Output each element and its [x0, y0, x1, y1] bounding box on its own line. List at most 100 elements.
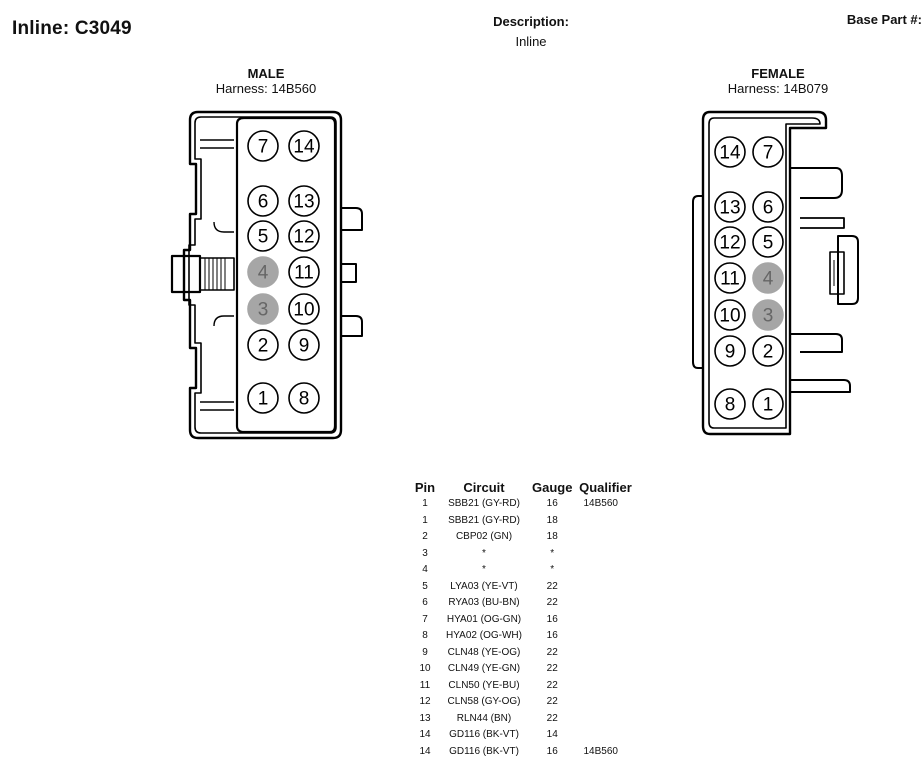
pin-cell: 6	[422, 597, 428, 608]
male-pin-number: 6	[258, 192, 269, 213]
male-pin: 3	[247, 293, 279, 325]
pin-cell: 14	[419, 729, 431, 740]
pin-cell: 1	[422, 498, 428, 509]
female-gender-label: FEMALE	[751, 66, 805, 81]
male-pin-number: 11	[294, 263, 314, 284]
male-pin: 2	[247, 329, 279, 361]
pin-cell: 3	[422, 547, 428, 559]
female-pin-number: 9	[725, 342, 736, 363]
female-pin-number: 3	[763, 306, 774, 327]
female-harness-label: Harness: 14B079	[727, 81, 829, 96]
male-pin: 4	[247, 256, 279, 288]
female-pin-number: 13	[719, 198, 740, 219]
female-pin: 7	[752, 136, 784, 168]
female-pin-circle	[714, 262, 746, 294]
pin-cell: 1	[422, 514, 428, 526]
female-pin-circle	[714, 136, 746, 168]
female-pin-number: 10	[719, 306, 740, 327]
male-harness-label: Harness: 14B560	[215, 81, 317, 96]
base-part-label: Base Part #:	[846, 12, 922, 27]
male-pin-number: 4	[258, 263, 269, 284]
male-pin: 6	[247, 185, 279, 217]
male-pin-number: 2	[258, 336, 269, 357]
gauge-cell: 22	[546, 663, 558, 674]
gauge-cell: 22	[546, 580, 558, 592]
male-pin-number: 3	[258, 300, 269, 321]
male-pin: 9	[288, 329, 320, 361]
qualifier-cell	[575, 612, 635, 629]
circuit-cell: GD116 (BK-VT)	[449, 745, 519, 757]
male-pin: 5	[247, 220, 279, 252]
female-pin-number: 12	[719, 233, 740, 254]
female-pin-circle	[714, 335, 746, 367]
male-pin-circle	[288, 382, 320, 414]
male-pin-number: 1	[258, 389, 269, 410]
female-pin-number: 2	[763, 342, 774, 363]
pin-cell: 14	[419, 745, 431, 757]
male-pin-circle	[247, 256, 279, 288]
female-pin: 8	[714, 388, 746, 420]
gauge-cell: *	[550, 547, 555, 559]
qualifier-cell	[575, 628, 635, 645]
gauge-cell: 22	[546, 646, 558, 658]
female-pin: 12	[714, 226, 746, 258]
circuit-cell: GD116 (BK-VT)	[449, 729, 519, 740]
female-pin: 4	[752, 262, 784, 294]
gauge-cell: 14	[546, 729, 558, 740]
male-pin: 14	[288, 130, 320, 162]
male-pin-circle	[247, 185, 279, 217]
female-pin-circle	[752, 299, 784, 331]
female-pin-circle	[752, 262, 784, 294]
female-pin-circle	[752, 226, 784, 258]
male-pin-number: 9	[299, 336, 310, 357]
header-pin: Pin	[414, 480, 436, 495]
circuit-cell: *	[482, 564, 486, 575]
qualifier-cell	[575, 579, 635, 596]
circuit-cell: *	[482, 547, 486, 559]
male-pin: 11	[288, 256, 320, 288]
male-pin-circle	[247, 382, 279, 414]
gauge-cell: 22	[546, 696, 558, 707]
circuit-cell: SBB21 (GY-RD)	[448, 498, 520, 509]
female-pin-circle	[714, 299, 746, 331]
pin-cell: 8	[422, 630, 428, 641]
qualifier-cell	[575, 711, 635, 728]
female-pin-circle	[714, 226, 746, 258]
female-pin: 3	[752, 299, 784, 331]
female-pin: 9	[714, 335, 746, 367]
female-pin: 2	[752, 335, 784, 367]
qualifier-cell: 14B560	[583, 745, 618, 757]
male-pin-number: 14	[293, 137, 315, 158]
description-block: Description: Inline	[470, 12, 592, 52]
male-pin-circle	[288, 293, 320, 325]
pin-table-header-row: Pin Circuit Gauge Qualifier	[411, 479, 635, 496]
male-pin-number: 10	[293, 300, 314, 321]
male-pin-circle	[247, 220, 279, 252]
female-pin-circle	[714, 191, 746, 223]
gauge-cell: 16	[546, 498, 558, 509]
male-gender-label: MALE	[247, 66, 285, 81]
female-pin-number: 1	[763, 395, 774, 416]
female-pin-number: 11	[720, 269, 740, 290]
pin-cell: 12	[419, 696, 431, 707]
female-pin: 6	[752, 191, 784, 223]
qualifier-cell	[575, 678, 635, 695]
circuit-cell: SBB21 (GY-RD)	[448, 514, 520, 526]
female-pin-circle	[752, 136, 784, 168]
pin-cell: 2	[422, 531, 428, 542]
table-row: 4**	[411, 562, 635, 579]
female-pin: 10	[714, 299, 746, 331]
gauge-cell: 16	[546, 745, 558, 757]
page-title: Inline: C3049	[12, 18, 132, 39]
male-pin: 10	[288, 293, 320, 325]
